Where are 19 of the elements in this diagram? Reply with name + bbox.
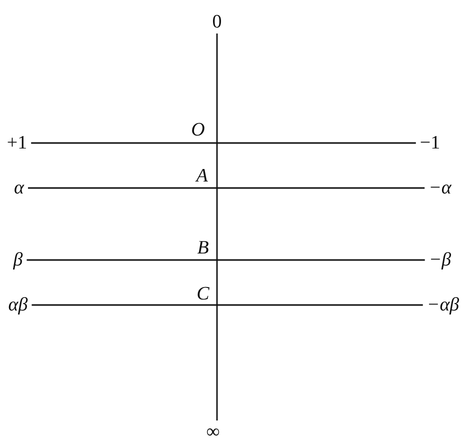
point-label: C (196, 284, 210, 304)
end-label: −α (428, 178, 452, 198)
end-label: −β (428, 250, 452, 270)
line (216, 34, 218, 420)
end-label: +1 (6, 134, 28, 152)
end-label: ∞ (206, 422, 220, 442)
line (28, 187, 425, 189)
end-label: αβ (8, 296, 28, 314)
line (32, 304, 423, 306)
point-label: A (196, 166, 208, 186)
end-label: α (14, 178, 24, 198)
line (31, 142, 416, 144)
point-label: B (197, 238, 209, 258)
point-label: O (191, 120, 205, 140)
end-label: −αβ (426, 296, 460, 314)
line (26, 259, 425, 261)
end-label: 0 (212, 12, 222, 32)
end-label: −1 (420, 134, 440, 152)
end-label: β (13, 250, 23, 270)
